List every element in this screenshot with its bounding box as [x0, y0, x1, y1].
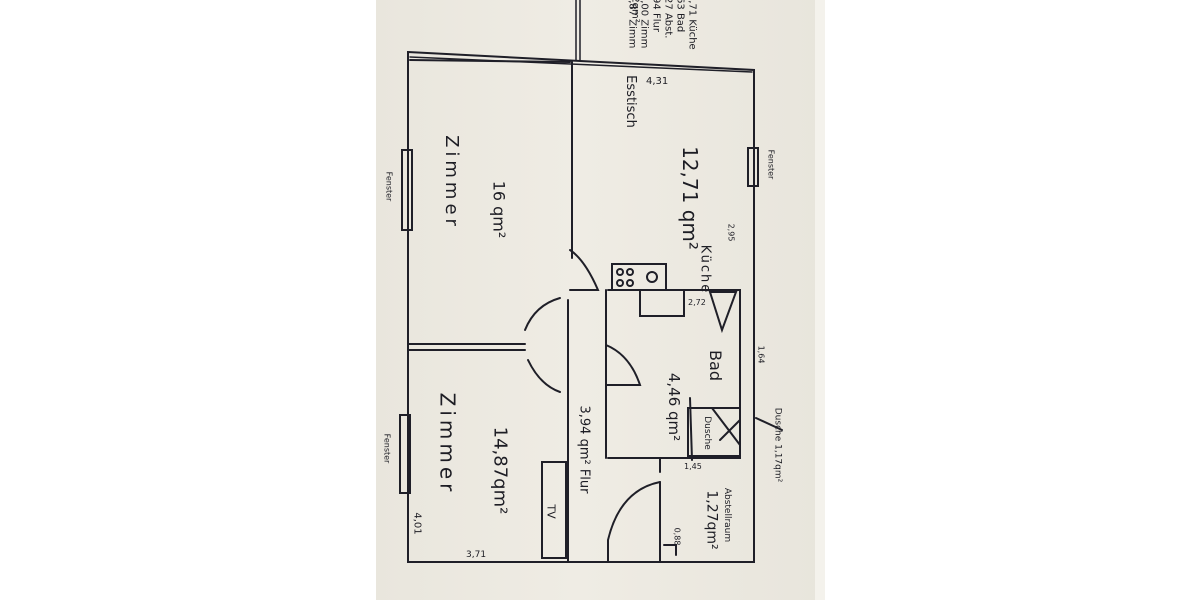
window-label: Fenster [384, 171, 394, 202]
dimension-label: 0,88 [672, 527, 682, 546]
area-list-item: 5,63 Bad [674, 0, 686, 33]
label-esstisch: Esstisch [622, 75, 638, 128]
bath-area: 4,46 qm² [665, 372, 684, 442]
dimension-label: 2,95 [726, 223, 736, 242]
bathroom-walls [607, 289, 741, 459]
dimension-label: 3,71 [466, 550, 487, 560]
room1-area: 16 qm² [489, 180, 509, 239]
tv-label: TV [544, 504, 558, 519]
window-left-top [401, 149, 413, 231]
window-left-bottom [399, 414, 411, 494]
window-right-top [747, 147, 759, 187]
dimension-label: 1,64 [756, 345, 766, 364]
room2-label: Zimmer [435, 392, 460, 496]
hall-area: 3,94 qm² Flur [576, 405, 592, 494]
kitchen-area: 12,71 qm² [677, 146, 702, 250]
area-list-item: 12,71 Küche [686, 0, 698, 50]
paper-sheet [376, 0, 824, 600]
dimension-label: 1,45 [684, 462, 702, 471]
dimension-label: 4,01 [411, 512, 423, 535]
bath-label: Bad [705, 350, 725, 381]
area-list-item: 3,94 Flur [650, 0, 662, 32]
room2-area: 14,87qm² [489, 426, 511, 515]
shower-note: Dusche 1,17qm² [772, 407, 783, 483]
outer-wall [407, 50, 755, 563]
paper-edge [815, 0, 825, 600]
storage-label: Abstellraum [722, 487, 733, 543]
window-label: Fenster [382, 433, 392, 464]
dimension-label: 2,72 [688, 298, 706, 307]
kitchen-label: Küche [697, 244, 713, 295]
area-list-item: 1,27 Abst. [662, 0, 674, 39]
shower-label: Dusche [701, 416, 712, 450]
room1-label: Zimmer [440, 135, 462, 230]
dimension-label: 4,31 [646, 76, 669, 87]
window-label: Fenster [766, 149, 776, 180]
storage-area: 1,27qm² [703, 490, 720, 550]
area-list-item: 16,00 Zimm [638, 0, 650, 49]
